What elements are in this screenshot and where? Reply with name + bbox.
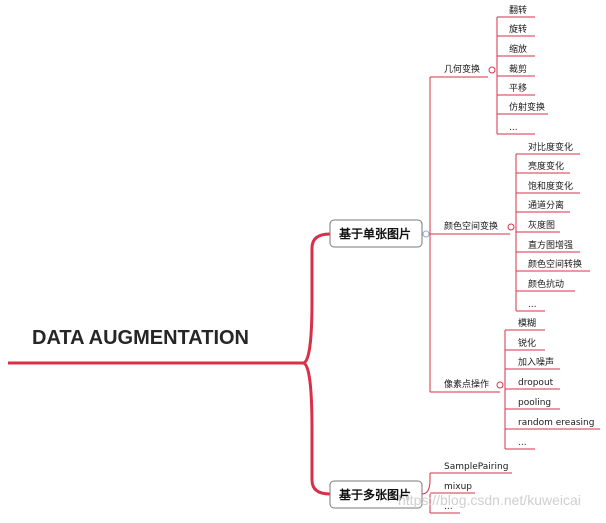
group-color-label: 颜色空间变换 bbox=[444, 220, 498, 232]
trunk-to-multi bbox=[302, 361, 331, 496]
leaf-translate: 平移 bbox=[509, 82, 527, 94]
leaf-pooling: pooling bbox=[518, 398, 551, 408]
multi-leaves: SamplePairing mixup ... bbox=[430, 462, 512, 514]
leaf-pixel-more: ... bbox=[518, 438, 527, 448]
leaf-geometric-more: ... bbox=[509, 123, 518, 133]
leaf-brightness: 亮度变化 bbox=[528, 160, 564, 172]
leaf-sharpen: 锐化 bbox=[518, 337, 536, 349]
single-collapse-toggle[interactable] bbox=[422, 230, 430, 238]
leaf-affine: 仿射变换 bbox=[509, 101, 545, 113]
leaf-mixup: mixup bbox=[444, 482, 472, 492]
group-geometric-label: 几何变换 bbox=[444, 63, 480, 75]
leaf-histogram: 直方图增强 bbox=[528, 239, 573, 251]
leaf-flip: 翻转 bbox=[509, 4, 527, 16]
leaf-rotate: 旋转 bbox=[509, 23, 527, 35]
leaf-color-more: ... bbox=[528, 300, 537, 310]
leaf-noise: 加入噪声 bbox=[518, 356, 554, 368]
trunk-to-single bbox=[302, 232, 331, 365]
leaf-channel-split: 通道分离 bbox=[528, 199, 564, 211]
leaf-saturation: 饱和度变化 bbox=[528, 180, 573, 192]
leaf-dropout: dropout bbox=[518, 378, 554, 388]
branch-single-label: 基于单张图片 bbox=[338, 226, 411, 241]
leaf-random-erasing: random ereasing bbox=[518, 418, 594, 428]
group-geometric-leaves: 翻转 旋转 缩放 裁剪 平移 仿射变换 ... bbox=[497, 4, 548, 135]
leaf-contrast: 对比度变化 bbox=[528, 141, 573, 153]
group-color-toggle[interactable] bbox=[507, 223, 515, 231]
leaf-blur: 模糊 bbox=[518, 317, 536, 329]
watermark: https://blog.csdn.net/kuweicai bbox=[398, 492, 581, 508]
leaf-grayscale: 灰度图 bbox=[528, 219, 555, 231]
leaf-colorspace: 颜色空间转换 bbox=[528, 258, 582, 270]
leaf-samplepairing: SamplePairing bbox=[444, 462, 508, 472]
leaf-scale: 缩放 bbox=[509, 43, 527, 55]
group-pixel-toggle[interactable] bbox=[496, 381, 504, 389]
leaf-multi-more: ... bbox=[444, 502, 453, 512]
multi-spine bbox=[421, 473, 431, 513]
group-pixel-label: 像素点操作 bbox=[444, 378, 489, 390]
group-pixel-leaves: 模糊 锐化 加入噪声 dropout pooling random ereasi… bbox=[505, 317, 600, 450]
group-geometric-toggle[interactable] bbox=[488, 66, 496, 74]
branch-multi-label: 基于多张图片 bbox=[338, 487, 411, 502]
root-title: DATA AUGMENTATION bbox=[32, 327, 249, 349]
leaf-crop: 裁剪 bbox=[509, 63, 527, 75]
leaf-color-jitter: 颜色抗动 bbox=[528, 278, 564, 290]
group-color-leaves: 对比度变化 亮度变化 饱和度变化 通道分离 灰度图 直方图增强 颜色空间转换 颜… bbox=[516, 141, 590, 312]
